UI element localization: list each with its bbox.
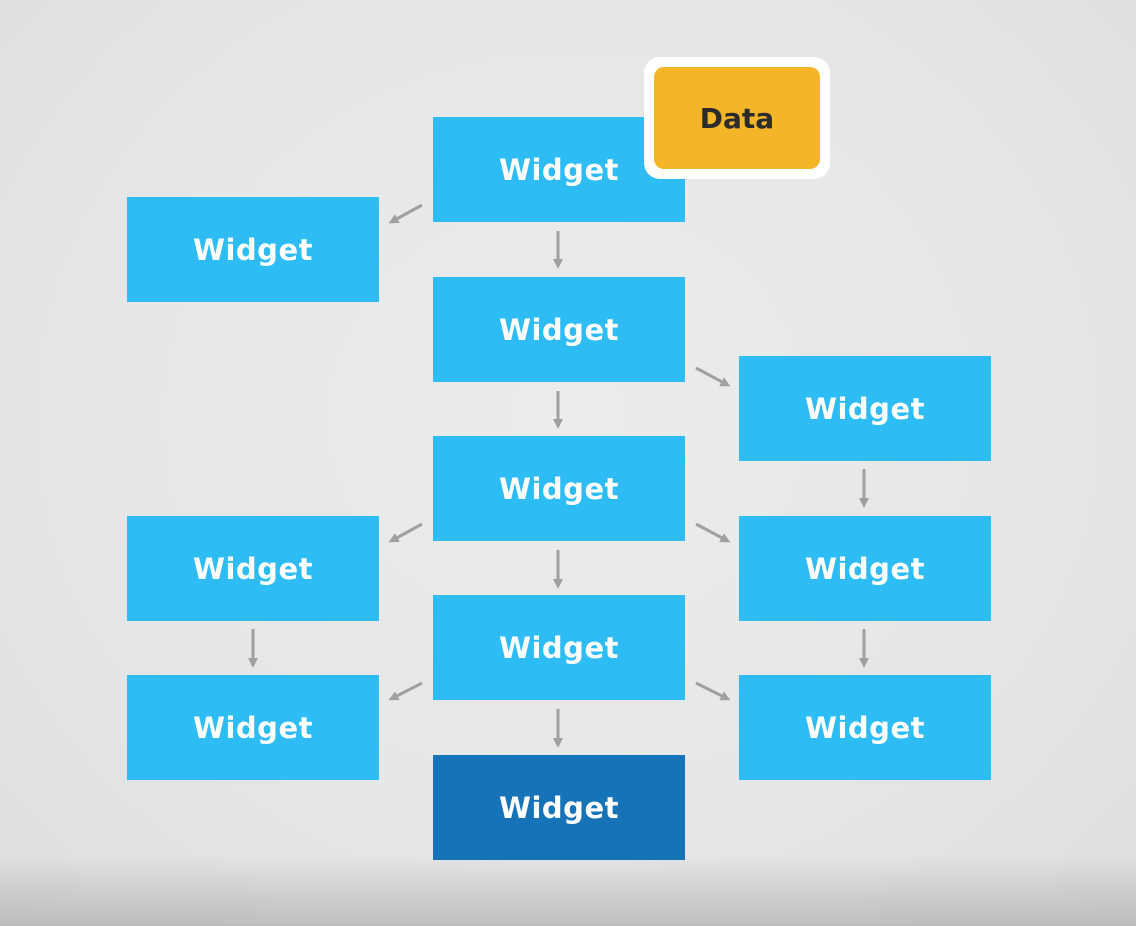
widget-node-label: Widget — [499, 152, 619, 187]
widget-node-label: Widget — [499, 790, 619, 825]
widget-node-label: Widget — [805, 391, 925, 426]
arrow-center-3-to-right-2 — [695, 522, 731, 543]
widget-node-label: Widget — [193, 710, 313, 745]
widget-node-label: Widget — [805, 551, 925, 586]
data-badge-fill: Data — [654, 67, 820, 169]
widget-node-center-2: Widget — [433, 277, 685, 382]
data-badge-label: Data — [699, 101, 775, 135]
widget-node-label: Widget — [499, 312, 619, 347]
widget-node-label: Widget — [805, 710, 925, 745]
widget-node-left-3: Widget — [127, 675, 379, 780]
arrow-center-3-to-left-2 — [388, 522, 423, 543]
data-badge: Data — [644, 57, 830, 179]
widget-node-center-5-highlighted: Widget — [433, 755, 685, 860]
arrow-center-4-to-right-3 — [695, 681, 731, 701]
widget-node-center-4: Widget — [433, 595, 685, 700]
widget-node-left-2: Widget — [127, 516, 379, 621]
widget-node-right-3: Widget — [739, 675, 991, 780]
arrow-center-2-to-right-1 — [695, 366, 731, 387]
widget-node-label: Widget — [499, 630, 619, 665]
arrow-root-to-left-1 — [388, 203, 423, 224]
arrow-center-4-to-left-3 — [388, 681, 423, 701]
bottom-shadow — [0, 856, 1136, 926]
widget-node-label: Widget — [499, 471, 619, 506]
widget-node-center-3: Widget — [433, 436, 685, 541]
widget-node-left-1: Widget — [127, 197, 379, 302]
widget-node-label: Widget — [193, 232, 313, 267]
widget-node-right-2: Widget — [739, 516, 991, 621]
widget-node-right-1: Widget — [739, 356, 991, 461]
widget-node-label: Widget — [193, 551, 313, 586]
widget-node-root: Widget — [433, 117, 685, 222]
